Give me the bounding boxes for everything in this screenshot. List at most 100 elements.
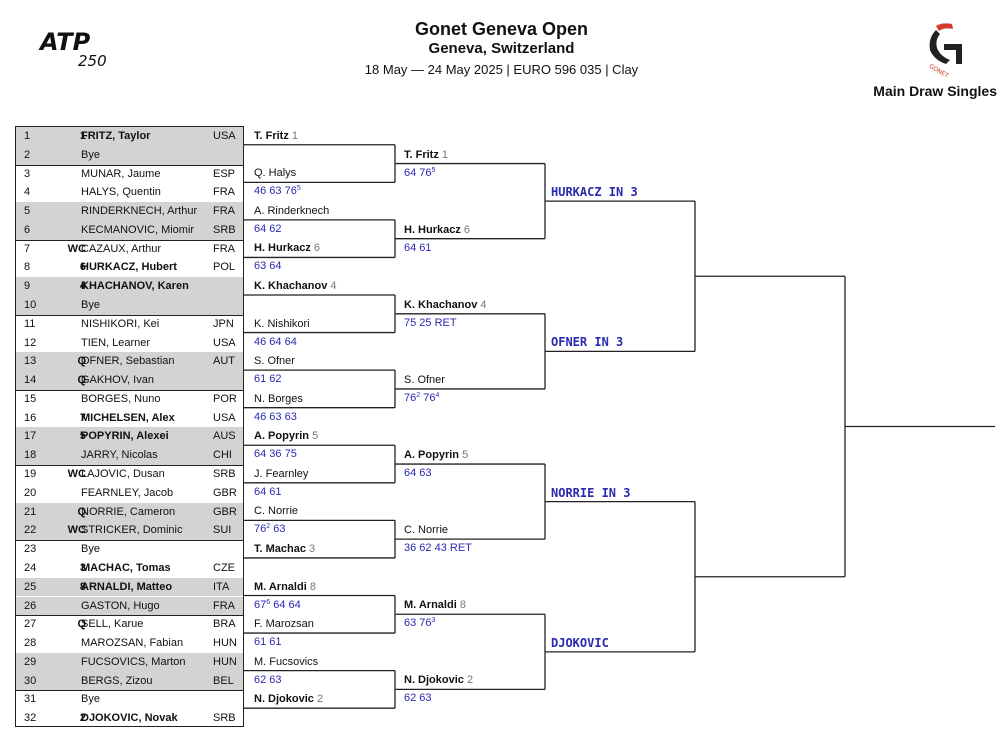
player-name: T. Fritz bbox=[404, 148, 439, 161]
draw-position: 28 bbox=[24, 637, 37, 650]
bracket-player-name: Q. Halys bbox=[254, 167, 296, 180]
seed-label: 1 bbox=[79, 130, 86, 142]
bracket-player-name: K. Nishikori bbox=[254, 318, 310, 331]
match-divider bbox=[16, 389, 243, 391]
draw-position: 17 bbox=[24, 430, 37, 443]
draw-position: 20 bbox=[24, 486, 37, 499]
player-nationality: USA bbox=[213, 411, 236, 424]
player-nationality: POL bbox=[213, 261, 236, 274]
tiebreak-score: 2 bbox=[416, 391, 421, 399]
player-name: LAJOVIC, Dusan bbox=[81, 468, 165, 481]
match-score: 75 25 RET bbox=[404, 317, 457, 330]
tiebreak-score: 5 bbox=[431, 166, 436, 174]
draw-position: 19 bbox=[24, 468, 37, 481]
player-nationality: ESP bbox=[213, 167, 236, 180]
set-score: 64 61 bbox=[404, 241, 432, 254]
player-name: GASTON, Hugo bbox=[81, 599, 160, 612]
draw-position: 21 bbox=[24, 505, 37, 518]
match-divider bbox=[16, 164, 243, 166]
bracket-player-name: T. Fritz 1 bbox=[404, 149, 448, 162]
player-name: TIEN, Learner bbox=[81, 336, 151, 349]
bracket-player-name: M. Arnaldi 8 bbox=[404, 599, 466, 612]
draw-position: 14 bbox=[24, 374, 37, 387]
player-name: HURKACZ, Hubert bbox=[81, 261, 177, 274]
tournament-location: Geneva, Switzerland bbox=[428, 40, 575, 57]
match-score: 64 63 bbox=[404, 467, 432, 480]
draw-position: 5 bbox=[24, 205, 31, 218]
draw-position: 13 bbox=[24, 355, 37, 368]
player-seed: 8 bbox=[456, 599, 466, 612]
bracket-player-name: F. Marozsan bbox=[254, 618, 314, 631]
player-nationality: USA bbox=[213, 336, 236, 349]
seed-label: 6 bbox=[79, 261, 86, 274]
set-score: 75 25 RET bbox=[404, 316, 457, 329]
set-score: 62 63 bbox=[404, 692, 432, 705]
player-nationality: USA bbox=[213, 130, 236, 142]
player-seed: 5 bbox=[459, 449, 469, 462]
draw-position: 23 bbox=[24, 543, 37, 556]
set-score: 46 63 76 bbox=[254, 185, 297, 198]
bracket-player-name: A. Rinderknech bbox=[254, 205, 329, 218]
draw-position: 32 bbox=[24, 712, 37, 725]
draw-position: 16 bbox=[24, 411, 37, 424]
match-score: 46 63 63 bbox=[254, 411, 297, 424]
player-name: F. Marozsan bbox=[254, 618, 314, 631]
bracket-player-name: K. Khachanov 4 bbox=[404, 299, 487, 312]
player-nationality: HUN bbox=[213, 637, 237, 650]
quarterfinal-result: HURKACZ IN 3 bbox=[551, 185, 638, 200]
player-nationality: GBR bbox=[213, 505, 237, 518]
match-score: 762 764 bbox=[404, 392, 439, 405]
set-score: 64 62 bbox=[254, 222, 282, 235]
player-name: N. Djokovic bbox=[404, 674, 464, 687]
player-name: KECMANOVIC, Miomir bbox=[81, 223, 195, 236]
svg-text:250: 250 bbox=[78, 52, 107, 70]
player-name: KHACHANOV, Karen bbox=[81, 280, 189, 293]
set-score: 64 63 bbox=[404, 467, 432, 480]
bracket-player-name: K. Khachanov 4 bbox=[254, 280, 337, 293]
seed-label: 7 bbox=[79, 411, 86, 424]
player-name: ARNALDI, Matteo bbox=[81, 580, 173, 593]
player-name: T. Fritz bbox=[254, 129, 289, 142]
player-nationality: JPN bbox=[213, 317, 234, 330]
player-name: NORRIE, Cameron bbox=[81, 505, 176, 518]
draw-position: 29 bbox=[24, 655, 37, 668]
tiebreak-score: 6 bbox=[266, 598, 271, 606]
player-name: C. Norrie bbox=[404, 524, 449, 537]
player-name: Bye bbox=[81, 148, 100, 161]
set-score: 64 76 bbox=[404, 166, 432, 179]
player-seed: 2 bbox=[313, 693, 324, 706]
draw-title: Main Draw Singles bbox=[873, 83, 997, 99]
player-nationality: SRB bbox=[213, 468, 236, 481]
match-score: 62 63 bbox=[254, 674, 282, 687]
bracket-player-name: C. Norrie bbox=[404, 524, 448, 537]
match-score: 46 64 64 bbox=[254, 336, 297, 349]
quarterfinal-result: DJOKOVIC bbox=[551, 635, 609, 650]
quarterfinal-result: OFNER IN 3 bbox=[551, 335, 624, 350]
bracket-player-name: H. Hurkacz 6 bbox=[254, 242, 320, 255]
match-divider bbox=[16, 465, 243, 467]
player-seed: 1 bbox=[438, 148, 449, 161]
match-score: 64 62 bbox=[254, 223, 282, 236]
set-score: 76 bbox=[404, 391, 417, 404]
player-name: H. Hurkacz bbox=[254, 242, 311, 255]
bracket-player-name: N. Borges bbox=[254, 393, 303, 406]
match-score: 61 61 bbox=[254, 636, 282, 649]
set-score: 76 bbox=[420, 391, 436, 404]
player-seed: 6 bbox=[310, 242, 321, 255]
set-score: 46 63 63 bbox=[254, 410, 297, 423]
bracket-player-name: M. Arnaldi 8 bbox=[254, 581, 316, 594]
player-name: K. Khachanov bbox=[404, 298, 478, 311]
draw-position: 27 bbox=[24, 618, 37, 631]
set-score: 64 36 75 bbox=[254, 448, 297, 461]
seed-label: 3 bbox=[79, 561, 86, 574]
match-divider bbox=[16, 690, 243, 692]
